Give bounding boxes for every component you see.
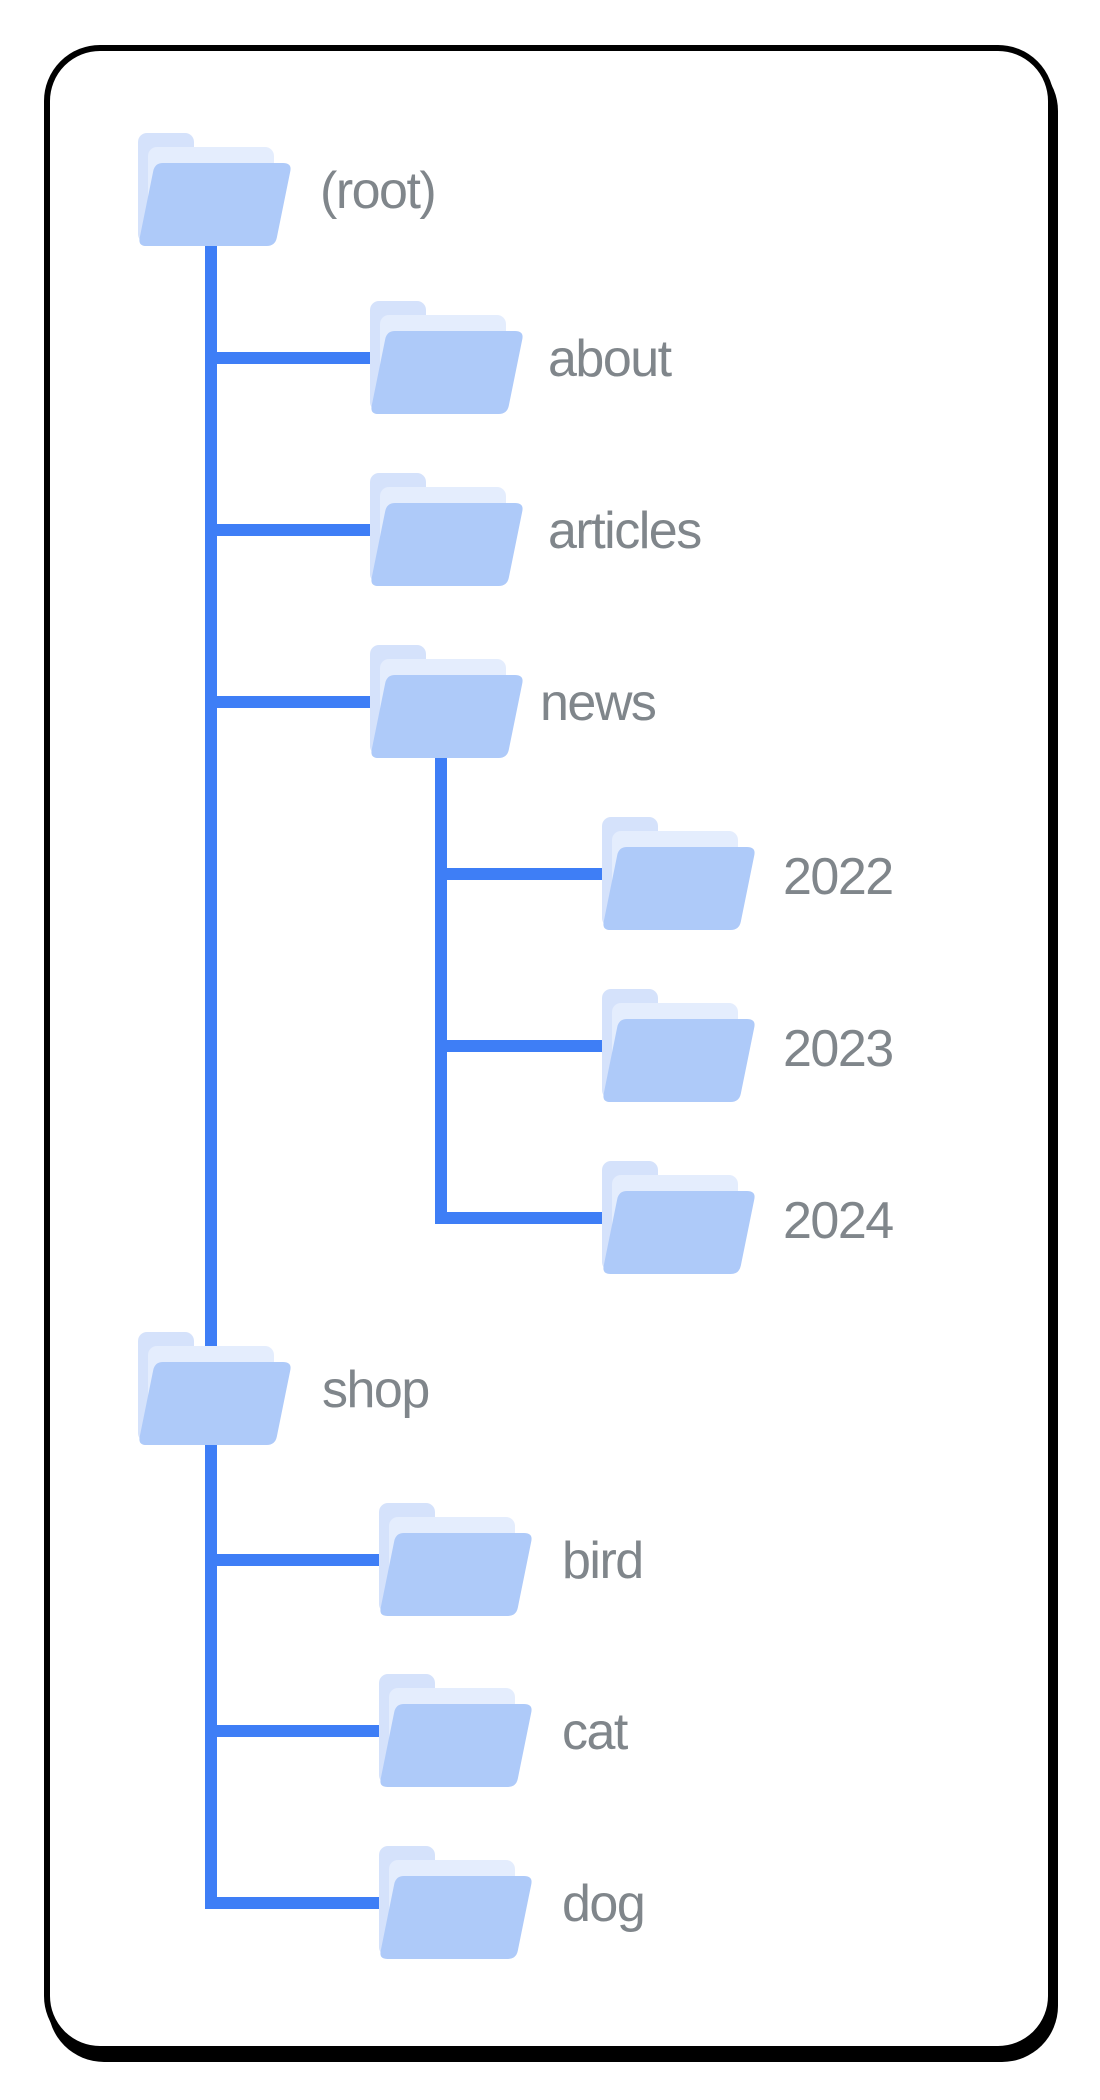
tree-connector-branch-about — [205, 352, 374, 364]
folder-icon-shop — [138, 1332, 292, 1446]
tree-connector-branch-2024 — [435, 1212, 606, 1224]
folder-label-cat: cat — [562, 1702, 628, 1761]
folder-icon-dog — [379, 1846, 533, 1960]
folder-icon-root — [138, 133, 292, 247]
tree-connector-branch-news — [205, 696, 374, 708]
folder-label-y2022: 2022 — [783, 847, 894, 906]
folder-label-y2024: 2024 — [783, 1191, 894, 1250]
folder-icon-y2024 — [602, 1161, 756, 1275]
folder-label-y2023: 2023 — [783, 1019, 894, 1078]
folder-label-articles: articles — [548, 501, 702, 560]
folder-label-bird: bird — [562, 1531, 644, 1590]
tree-connector-branch-cat — [205, 1725, 383, 1737]
folder-icon-cat — [379, 1674, 533, 1788]
folder-icon-articles — [370, 473, 524, 587]
tree-connector-main-trunk — [205, 200, 217, 1909]
folder-label-root: (root) — [320, 161, 437, 220]
folder-label-news: news — [540, 673, 657, 732]
folder-label-dog: dog — [562, 1874, 646, 1933]
folder-label-shop: shop — [322, 1360, 430, 1419]
folder-icon-y2022 — [602, 817, 756, 931]
folder-icon-y2023 — [602, 989, 756, 1103]
folder-icon-news — [370, 645, 524, 759]
tree-connector-branch-dog — [205, 1897, 383, 1909]
folder-icon-bird — [379, 1503, 533, 1617]
tree-connector-branch-2022 — [435, 868, 606, 880]
folder-icon-about — [370, 301, 524, 415]
folder-label-about: about — [548, 329, 672, 388]
tree-connector-branch-2023 — [435, 1040, 606, 1052]
tree-connector-news-subtrunk — [435, 710, 447, 1224]
tree-connector-branch-articles — [205, 524, 374, 536]
tree-connector-branch-bird — [205, 1554, 383, 1566]
